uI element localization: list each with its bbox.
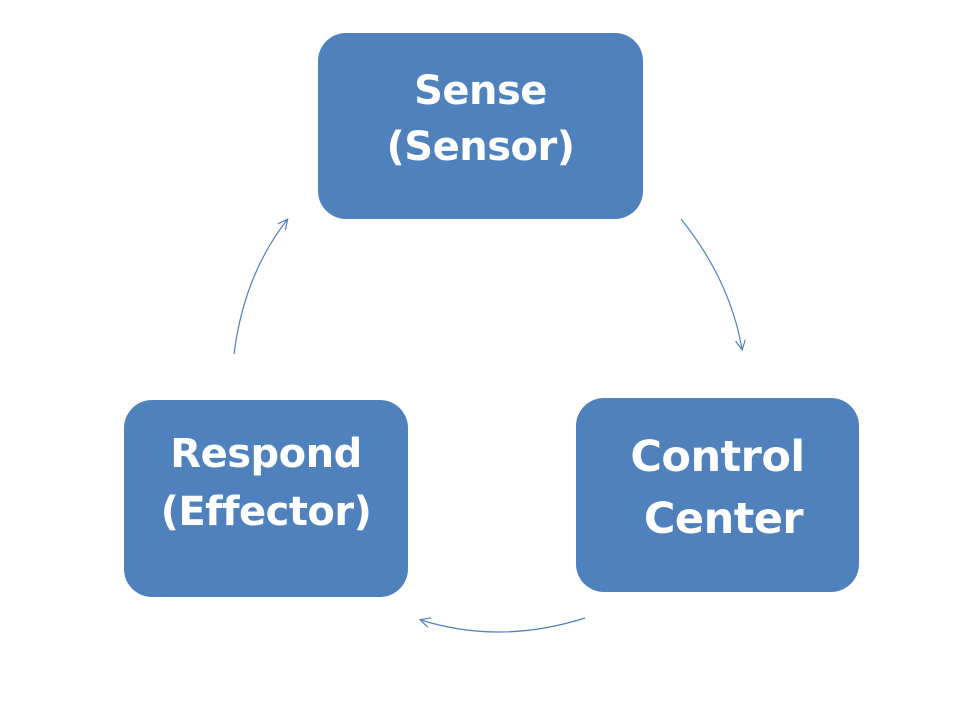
respond-node-title: Respond — [170, 431, 362, 477]
sense-node-subtitle: (Sensor) — [386, 124, 576, 170]
arrow-respond-to-sense — [233, 220, 287, 355]
control-node-title: Control — [630, 432, 805, 482]
control-center-node: Control Center — [576, 398, 859, 592]
respond-effector-node: Respond (Effector) — [124, 400, 408, 597]
control-node-subtitle: Center — [643, 494, 804, 544]
sense-node-title: Sense — [414, 68, 547, 114]
sense-sensor-node: Sense (Sensor) — [318, 33, 643, 219]
arrow-control-to-respond — [421, 618, 586, 633]
arrow-sense-to-control — [680, 218, 742, 349]
respond-node-subtitle: (Effector) — [160, 489, 372, 535]
